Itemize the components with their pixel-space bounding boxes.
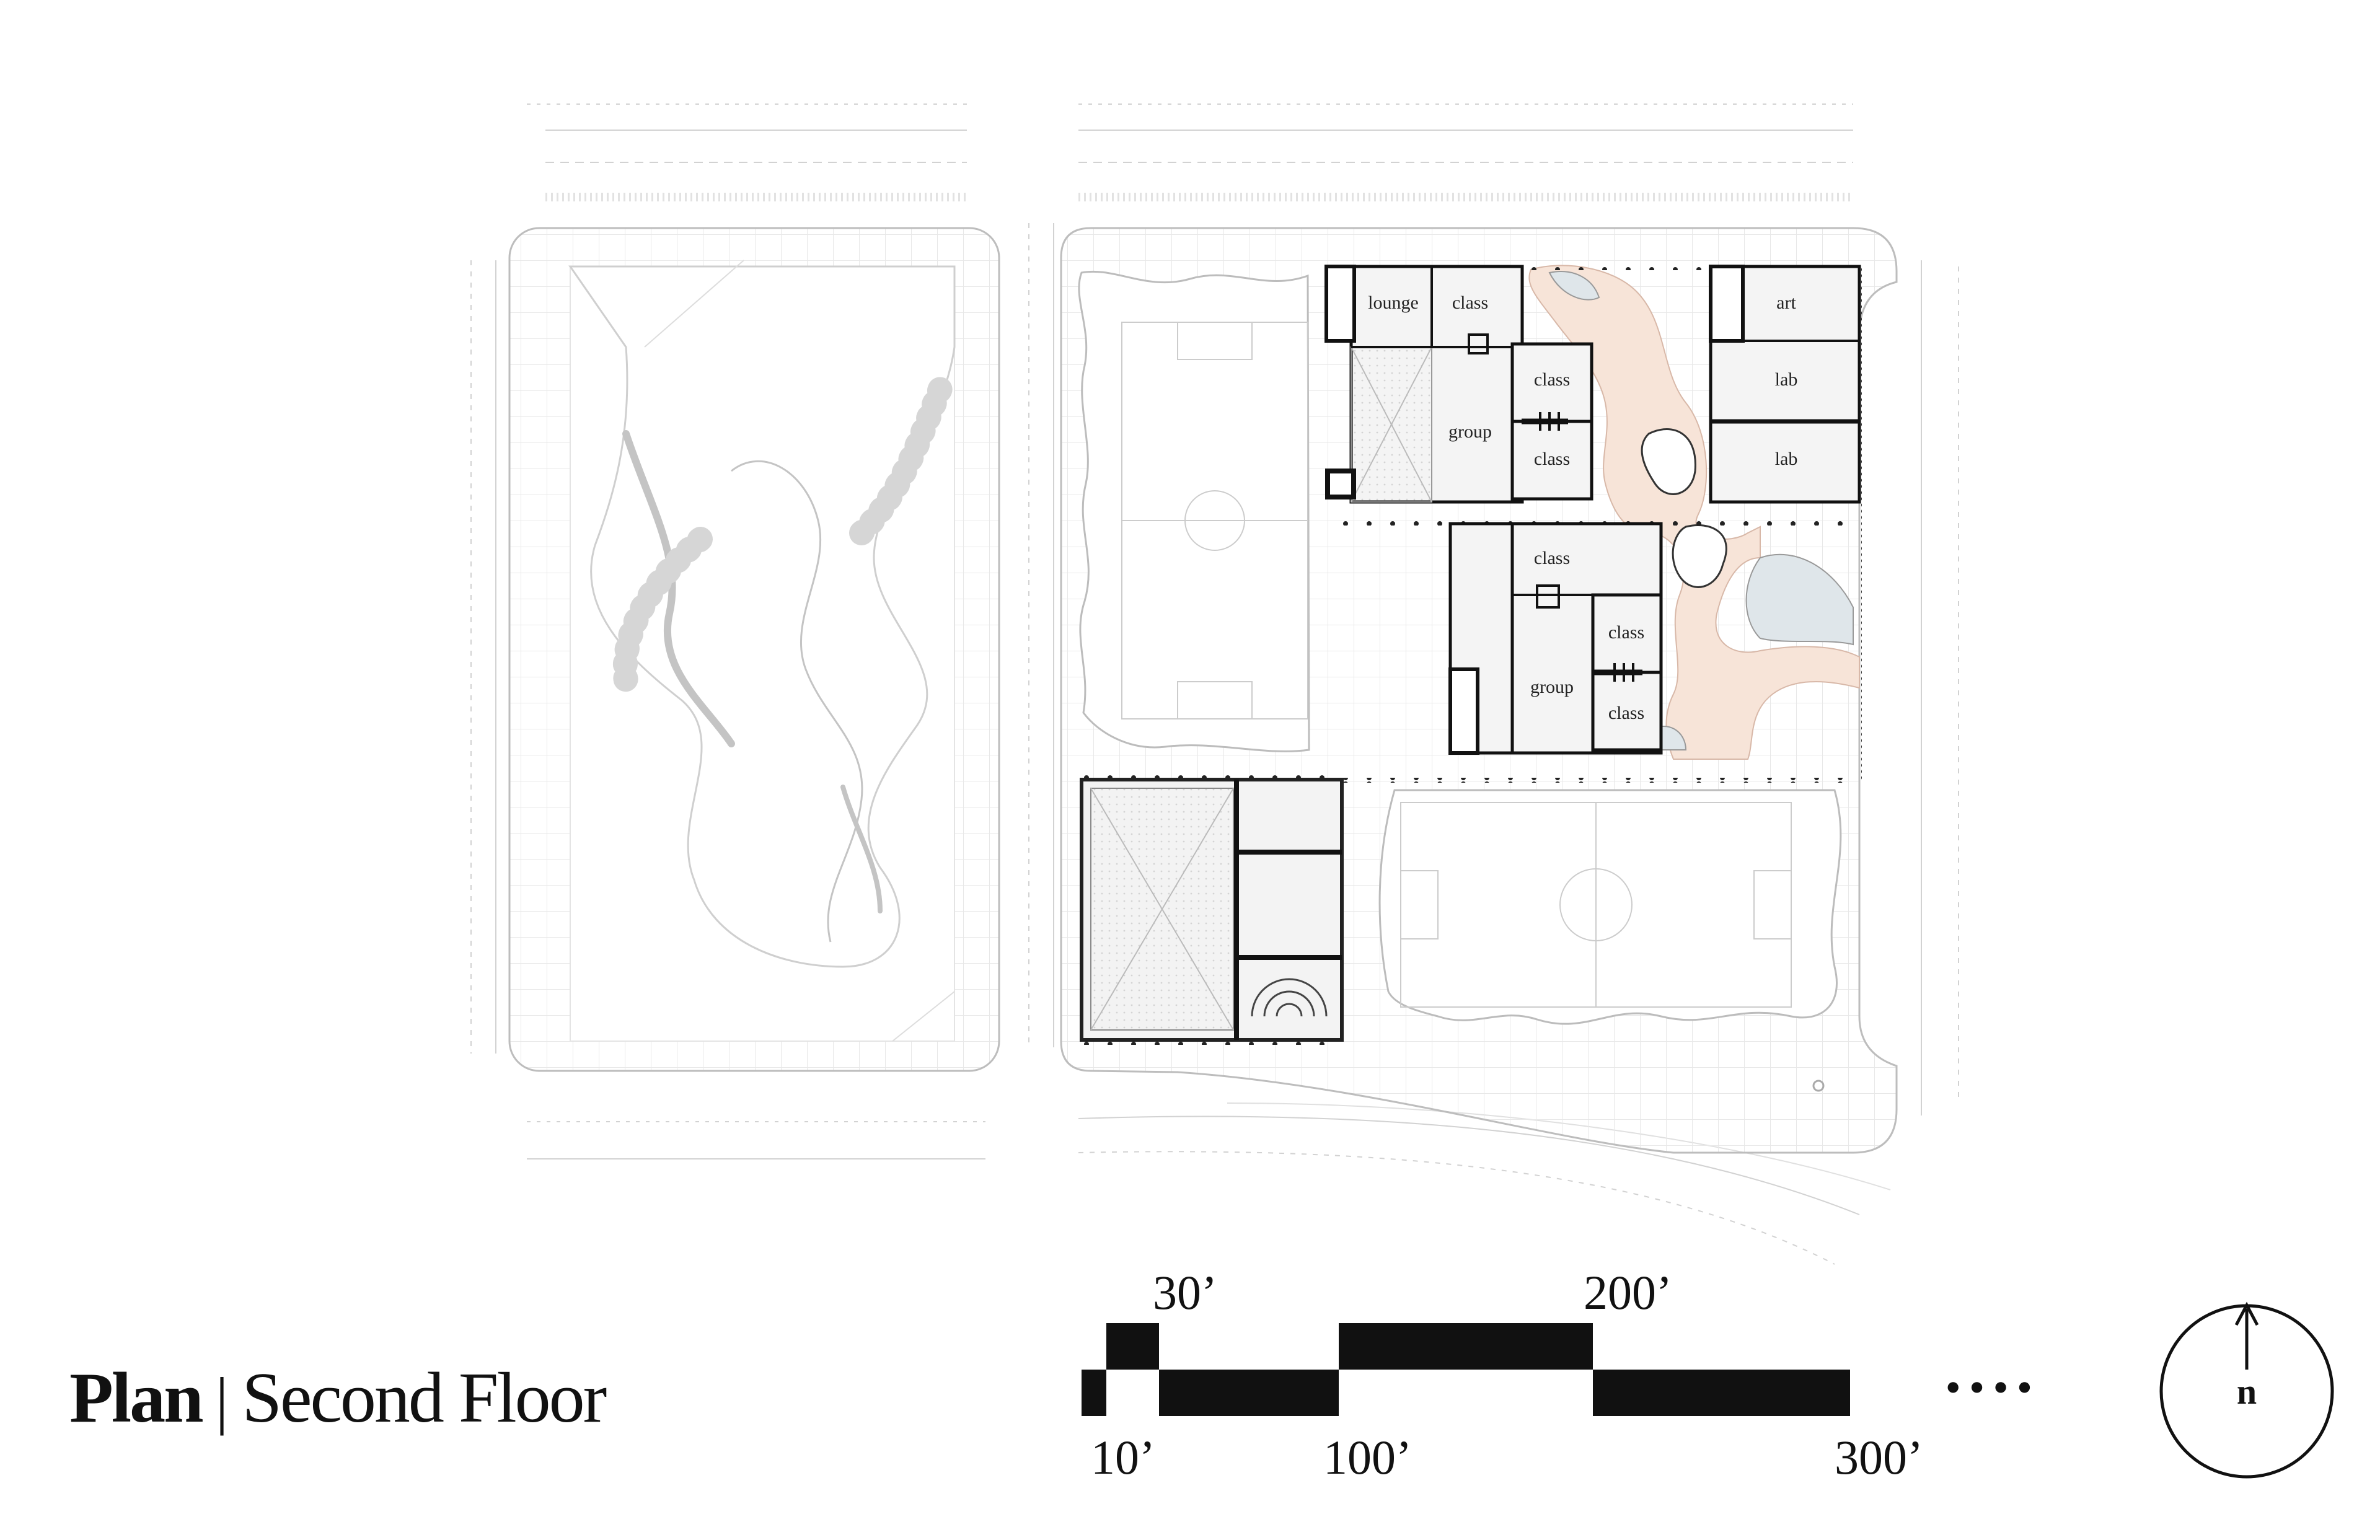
room-label-class-1: class [1452,293,1488,313]
scale-bar-segment [1082,1370,1106,1416]
scale-label-200: 200’ [1584,1265,1672,1319]
site-context [470,103,1959,1265]
scale-bar-segment [1159,1370,1339,1416]
room-label-class-3: class [1534,449,1570,469]
north-label: n [2237,1371,2257,1412]
scale-continuation-dots: • • • • [1946,1365,2032,1409]
room-labels: lounge class class group class art lab l… [1368,293,1797,723]
drawing-title-separator: | [215,1365,229,1436]
room-label-lab-2: lab [1775,449,1798,469]
scale-label-30: 30’ [1153,1265,1217,1319]
room-label-group-1: group [1448,421,1492,442]
soccer-field-north [1078,270,1310,752]
room-label-class-5: class [1608,622,1644,643]
scale-label-300: 300’ [1835,1430,1923,1484]
circulation-spine [1528,265,1860,760]
drawing-title-main: Plan [69,1358,204,1438]
scale-label-10: 10’ [1091,1430,1155,1484]
room-label-class-2: class [1534,369,1570,390]
scale-bar-segment [1593,1370,1850,1416]
scale-label-100: 100’ [1323,1430,1412,1484]
scale-bar-segment [1106,1323,1159,1370]
room-label-lab-1: lab [1775,369,1798,390]
park-block [508,227,1000,1072]
room-label-class-4: class [1534,548,1570,568]
room-label-group-2: group [1530,677,1574,697]
gymnasium [1080,775,1344,1045]
scale-bar-segment [1339,1323,1593,1370]
drawing-title: Plan | Second Floor [69,1357,607,1438]
room-label-art: art [1776,293,1796,313]
room-label-lounge: lounge [1368,293,1419,313]
scale-bar: 30’ 200’ 10’ 100’ 300’ • • • • [1082,1265,2032,1484]
classroom-wing [1324,265,1861,755]
north-arrow: n [2159,1301,2334,1479]
soccer-field-south [1378,789,1842,1092]
drawing-title-sub: Second Floor [242,1358,607,1438]
room-label-class-6: class [1608,703,1644,723]
